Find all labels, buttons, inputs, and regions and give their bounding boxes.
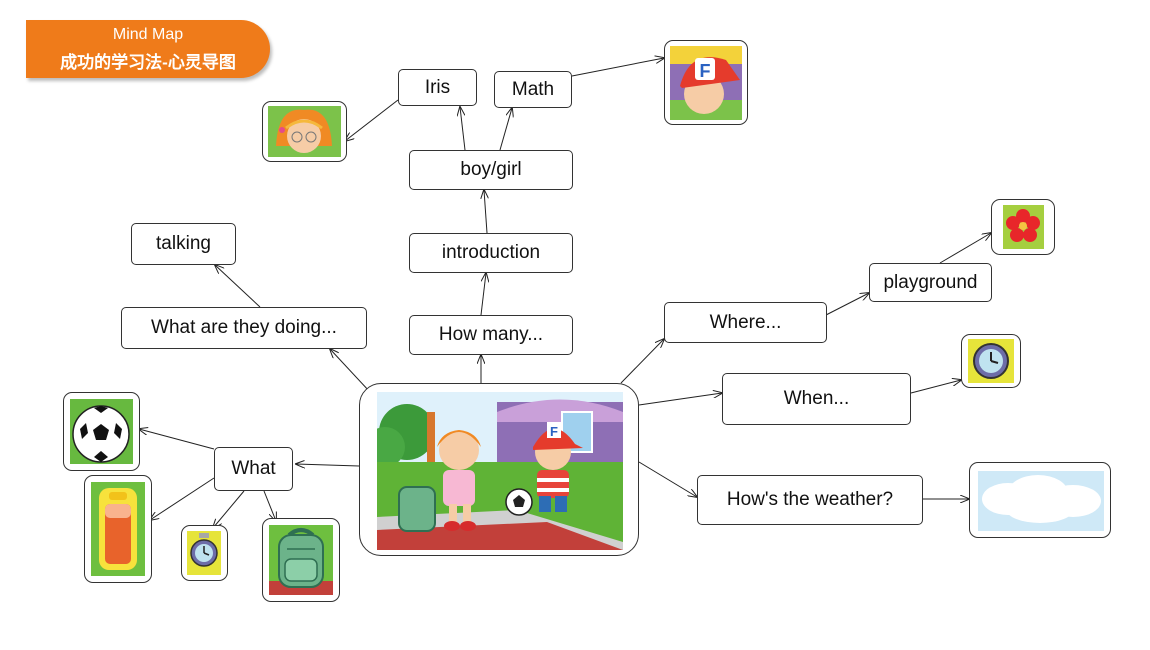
node-what-are-they-doing: What are they doing...	[121, 307, 367, 349]
football-picture	[63, 392, 140, 471]
arrow-center-to-where	[620, 339, 664, 384]
cloud-picture	[969, 462, 1111, 538]
svg-text:F: F	[550, 424, 558, 439]
node-introduction: introduction	[409, 233, 573, 273]
mind-map-banner: Mind Map 成功的学习法-心灵导图	[26, 20, 270, 78]
small-clock-picture	[181, 525, 228, 581]
node-where: Where...	[664, 302, 827, 343]
arrow-center-to-weather	[638, 461, 697, 497]
arrow-how-many-to-introduction	[480, 273, 486, 316]
arrow-iris-to-girl-picture	[345, 99, 399, 141]
node-playground: playground	[869, 263, 992, 302]
node-math: Math	[494, 71, 572, 108]
arrow-playground-to-flower	[939, 233, 991, 264]
clock-picture	[961, 334, 1021, 388]
arrow-where-to-playground	[825, 293, 869, 316]
arrow-introduction-to-boy-girl	[484, 190, 487, 234]
schoolbag-picture	[262, 518, 340, 602]
arrow-math-to-boy-picture	[571, 58, 664, 77]
svg-text:F: F	[700, 61, 711, 81]
arrow-what-to-bag	[263, 490, 276, 521]
arrow-what-to-bottle	[150, 477, 215, 520]
boy-with-cap-picture: F	[664, 40, 748, 125]
arrow-what-to-ball	[139, 429, 215, 450]
arrow-when-to-clock	[910, 380, 961, 394]
node-how-is-the-weather: How's the weather?	[697, 475, 923, 525]
node-when: When...	[722, 373, 911, 425]
arrow-what-to-small-clock	[213, 490, 245, 528]
node-talking: talking	[131, 223, 236, 265]
node-boy-girl: boy/girl	[409, 150, 573, 190]
arrow-center-to-what-doing	[330, 349, 371, 393]
flower-picture	[991, 199, 1055, 255]
node-what: What	[214, 447, 293, 491]
arrow-boy-girl-to-math	[499, 108, 512, 151]
arrow-boy-girl-to-iris	[460, 107, 466, 151]
girl-picture	[262, 101, 347, 162]
banner-subtitle: 成功的学习法-心灵导图	[60, 53, 236, 72]
arrow-center-to-what	[296, 464, 360, 466]
bottle-picture	[84, 475, 152, 583]
center-picture-children-playing: F	[359, 383, 639, 556]
banner-title: Mind Map	[112, 26, 184, 43]
arrow-what-doing-to-talking	[215, 265, 261, 308]
arrow-center-to-when	[638, 393, 722, 406]
node-iris: Iris	[398, 69, 477, 106]
node-how-many: How many...	[409, 315, 573, 355]
